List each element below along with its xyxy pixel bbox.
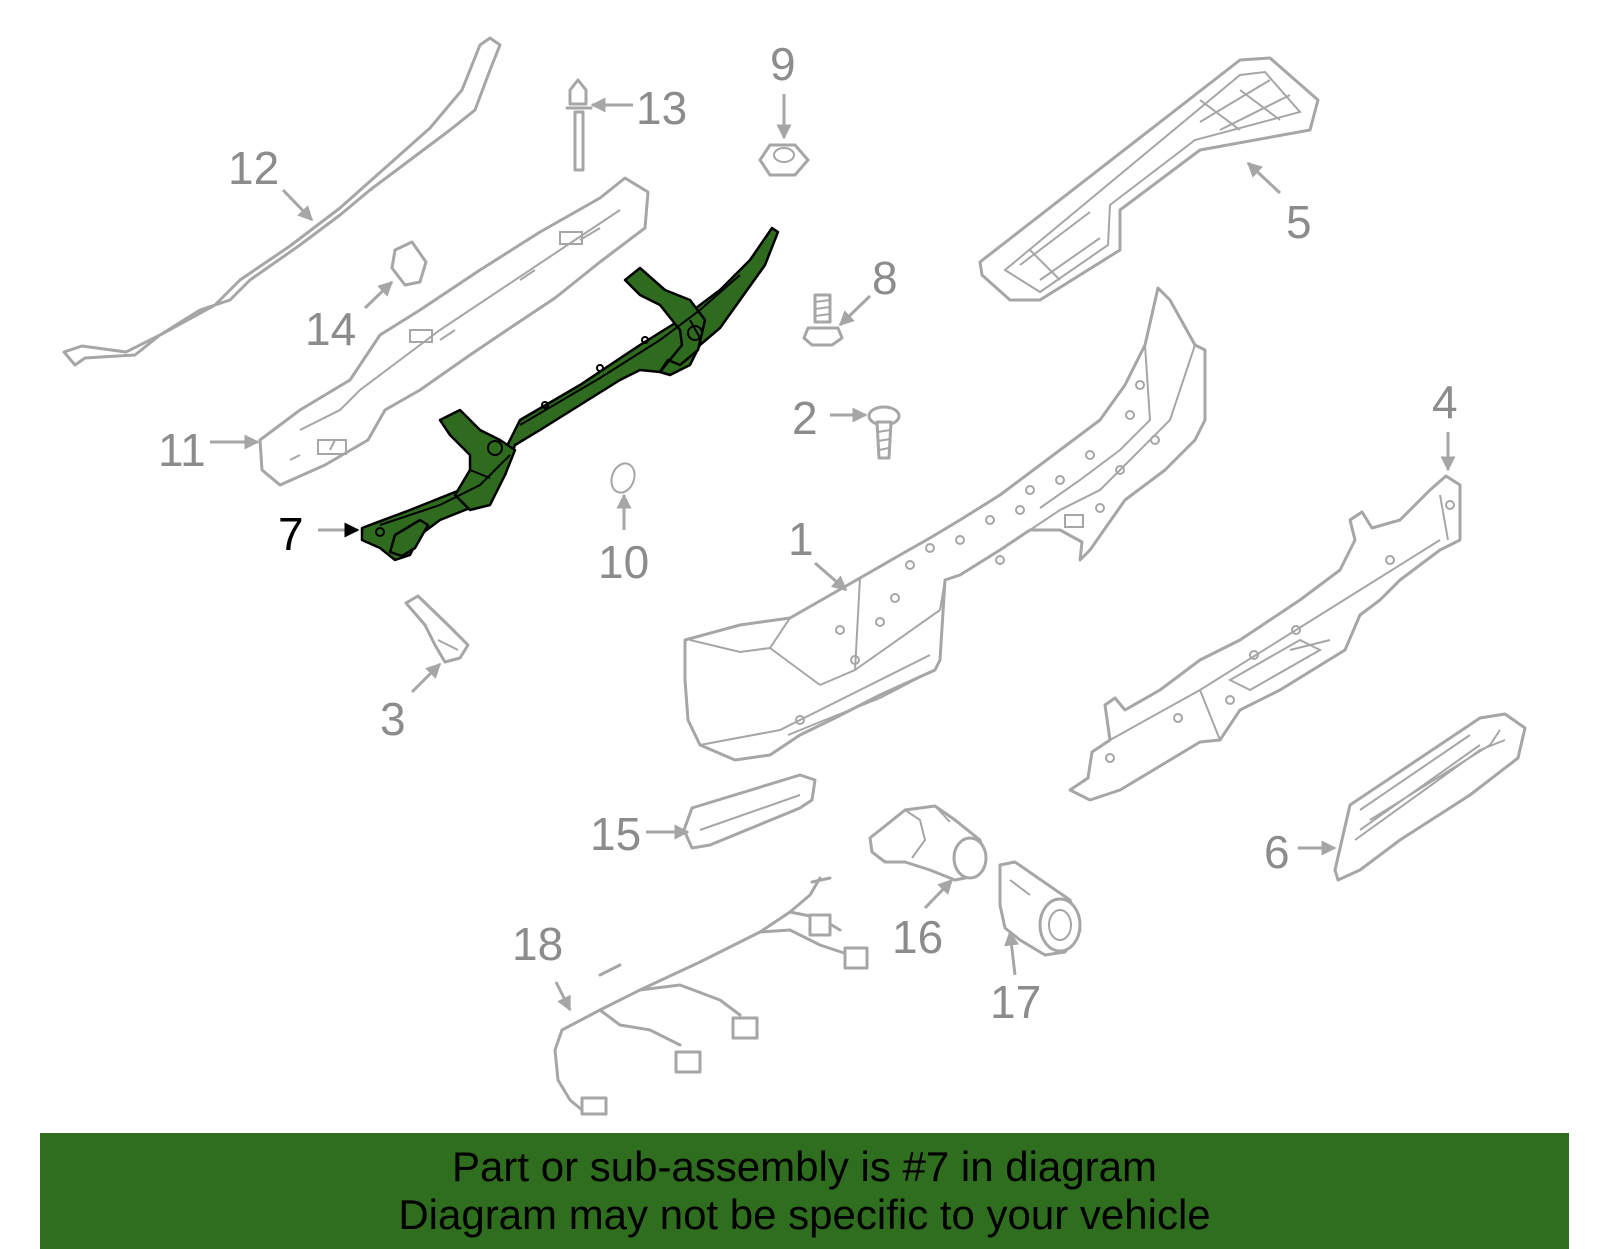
callout-12: 12 bbox=[228, 142, 279, 194]
part-11-absorber bbox=[258, 176, 650, 487]
callout-16: 16 bbox=[892, 911, 943, 963]
part-3-bracket bbox=[404, 594, 470, 664]
callout-4: 4 bbox=[1432, 376, 1458, 428]
callout-9: 9 bbox=[770, 38, 796, 90]
part-17-sensor-holder bbox=[998, 860, 1082, 957]
part-16-sensor bbox=[868, 804, 988, 882]
callout-2: 2 bbox=[792, 392, 818, 444]
banner-line-part: Part or sub-assembly is #7 in diagram bbox=[452, 1143, 1157, 1190]
callout-14: 14 bbox=[305, 303, 356, 355]
part-9-nut bbox=[758, 143, 810, 177]
callout-15: 15 bbox=[590, 808, 641, 860]
banner-line-disclaimer: Diagram may not be specific to your vehi… bbox=[398, 1191, 1211, 1238]
info-banner: Part or sub-assembly is #7 in diagram Di… bbox=[40, 1133, 1569, 1249]
part-14-clip bbox=[390, 240, 428, 287]
callout-5: 5 bbox=[1286, 196, 1312, 248]
callout-10: 10 bbox=[598, 536, 649, 588]
part-4-frame-bracket bbox=[1068, 474, 1462, 802]
part-18-wire-harness bbox=[553, 876, 869, 1116]
callout-17: 17 bbox=[990, 976, 1041, 1028]
part-5-step-pad bbox=[978, 56, 1320, 302]
part-13-push-pin bbox=[565, 78, 593, 172]
part-10-o-ring bbox=[610, 462, 636, 494]
callout-8: 8 bbox=[872, 252, 898, 304]
part-2-screw bbox=[867, 405, 901, 460]
part-12-molding bbox=[62, 36, 502, 367]
part-1-bumper bbox=[683, 286, 1207, 762]
callout-6: 6 bbox=[1264, 826, 1290, 878]
leader-lines bbox=[210, 94, 1456, 1012]
callout-1: 1 bbox=[788, 513, 814, 565]
part-7-reinforcement-bar bbox=[360, 226, 780, 562]
callout-7: 7 bbox=[278, 508, 304, 560]
callout-3: 3 bbox=[380, 693, 406, 745]
callout-18: 18 bbox=[512, 918, 563, 970]
part-8-bolt bbox=[802, 293, 844, 347]
callout-13: 13 bbox=[636, 82, 687, 134]
callout-11: 11 bbox=[158, 424, 206, 476]
callout-numbers: 12 13 9 5 14 11 8 2 7 10 1 4 3 15 16 17 … bbox=[158, 38, 1458, 1028]
part-15-lamp bbox=[682, 773, 817, 850]
part-6-step-pad bbox=[1333, 712, 1527, 882]
